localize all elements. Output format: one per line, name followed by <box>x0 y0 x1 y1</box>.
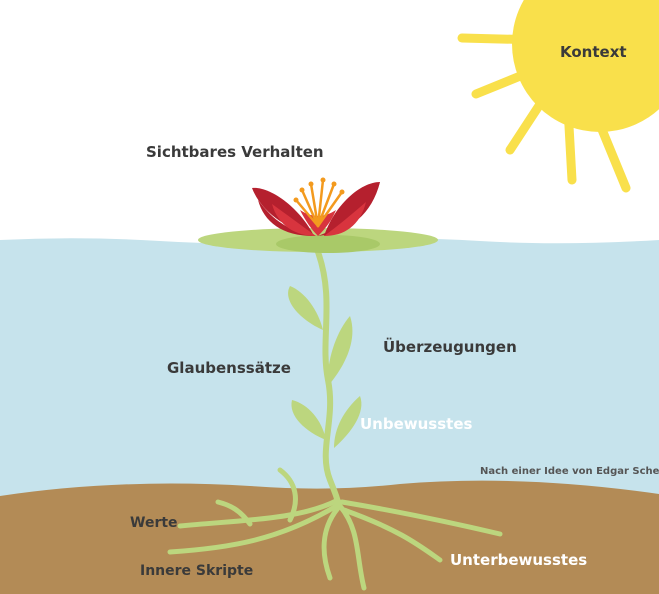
label-unterbewusstes: Unterbewusstes <box>450 551 588 569</box>
label-innere-skripte: Innere Skripte <box>140 563 254 579</box>
water-lily-icon <box>252 177 380 236</box>
credit-text: Nach einer Idee von Edgar Schein <box>480 466 659 477</box>
label-unbewusstes: Unbewusstes <box>360 415 473 433</box>
label-kontext: Kontext <box>560 43 627 61</box>
sun-icon <box>457 0 659 193</box>
roots-icon <box>167 467 503 591</box>
label-ueberzeugungen: Überzeugungen <box>383 338 517 356</box>
soil-area <box>0 480 659 594</box>
label-werte: Werte <box>130 515 178 531</box>
lily-pad <box>198 228 438 253</box>
label-glaubenssaetze: Glaubenssätze <box>167 359 291 377</box>
plant-stem-icon <box>288 249 362 508</box>
label-sichtbares-verhalten: Sichtbares Verhalten <box>146 143 324 161</box>
